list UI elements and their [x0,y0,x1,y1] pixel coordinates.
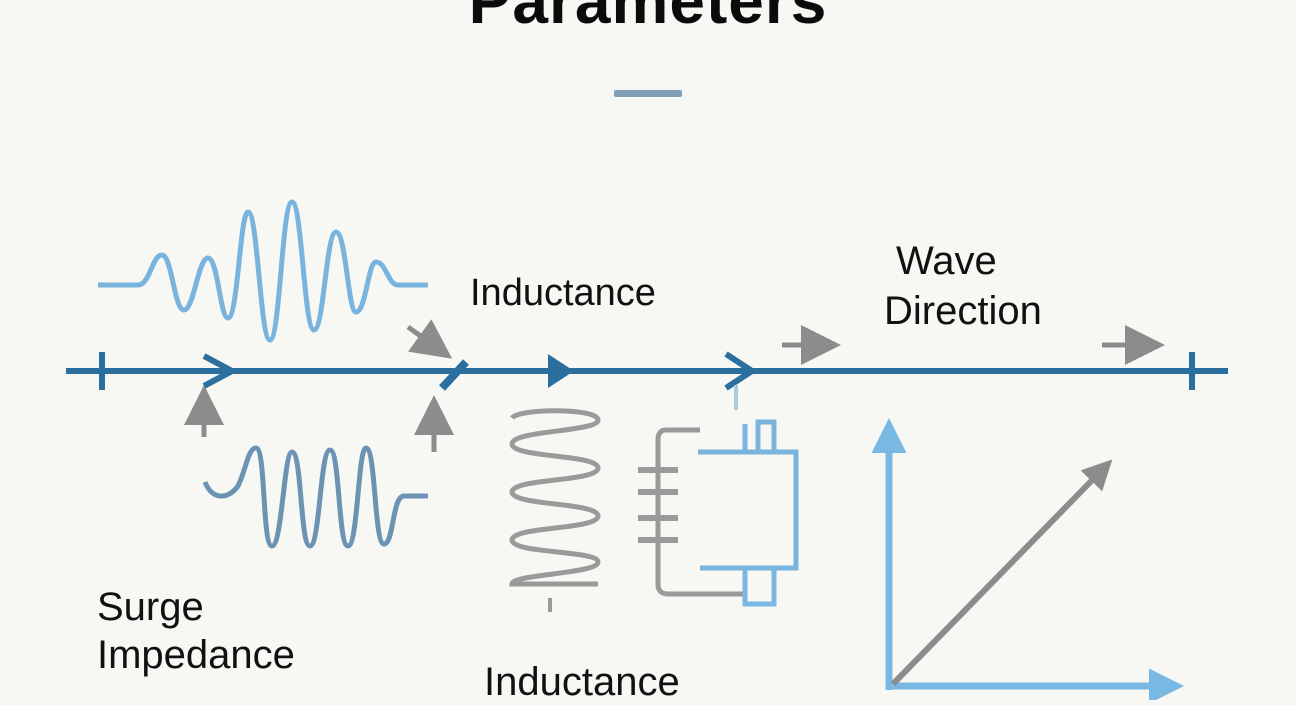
capacitor-icon [638,385,799,607]
line-chevron-3 [548,354,574,388]
wave-direction-label: Wave Direction [884,236,1096,336]
inductance-label-top: Inductance [470,272,656,314]
transmission-line [66,351,1228,391]
surge-impedance-label: Surge Impedance [97,583,295,679]
surge-impedance-line1: Surge [97,585,204,629]
upper-wave-packet [98,199,428,343]
surge-impedance-line2: Impedance [97,633,295,677]
wave-direction-line1: Wave [896,239,997,283]
line-chevron-1 [202,353,239,389]
diagonal-vector [890,459,1113,687]
diagram-title: Parameters [468,0,828,37]
title-underline [614,90,682,97]
gray-arrows [184,319,1165,452]
inductance-label-bottom: Inductance [484,660,680,704]
axes-icon [871,418,1184,700]
lower-wave-packet [202,445,428,549]
arrow-down-right [406,319,453,359]
line-chevron-4 [724,351,758,391]
line-chevron-2 [439,359,469,391]
wave-direction-line2: Direction [884,289,1042,333]
coil-inductor-icon [509,408,601,587]
